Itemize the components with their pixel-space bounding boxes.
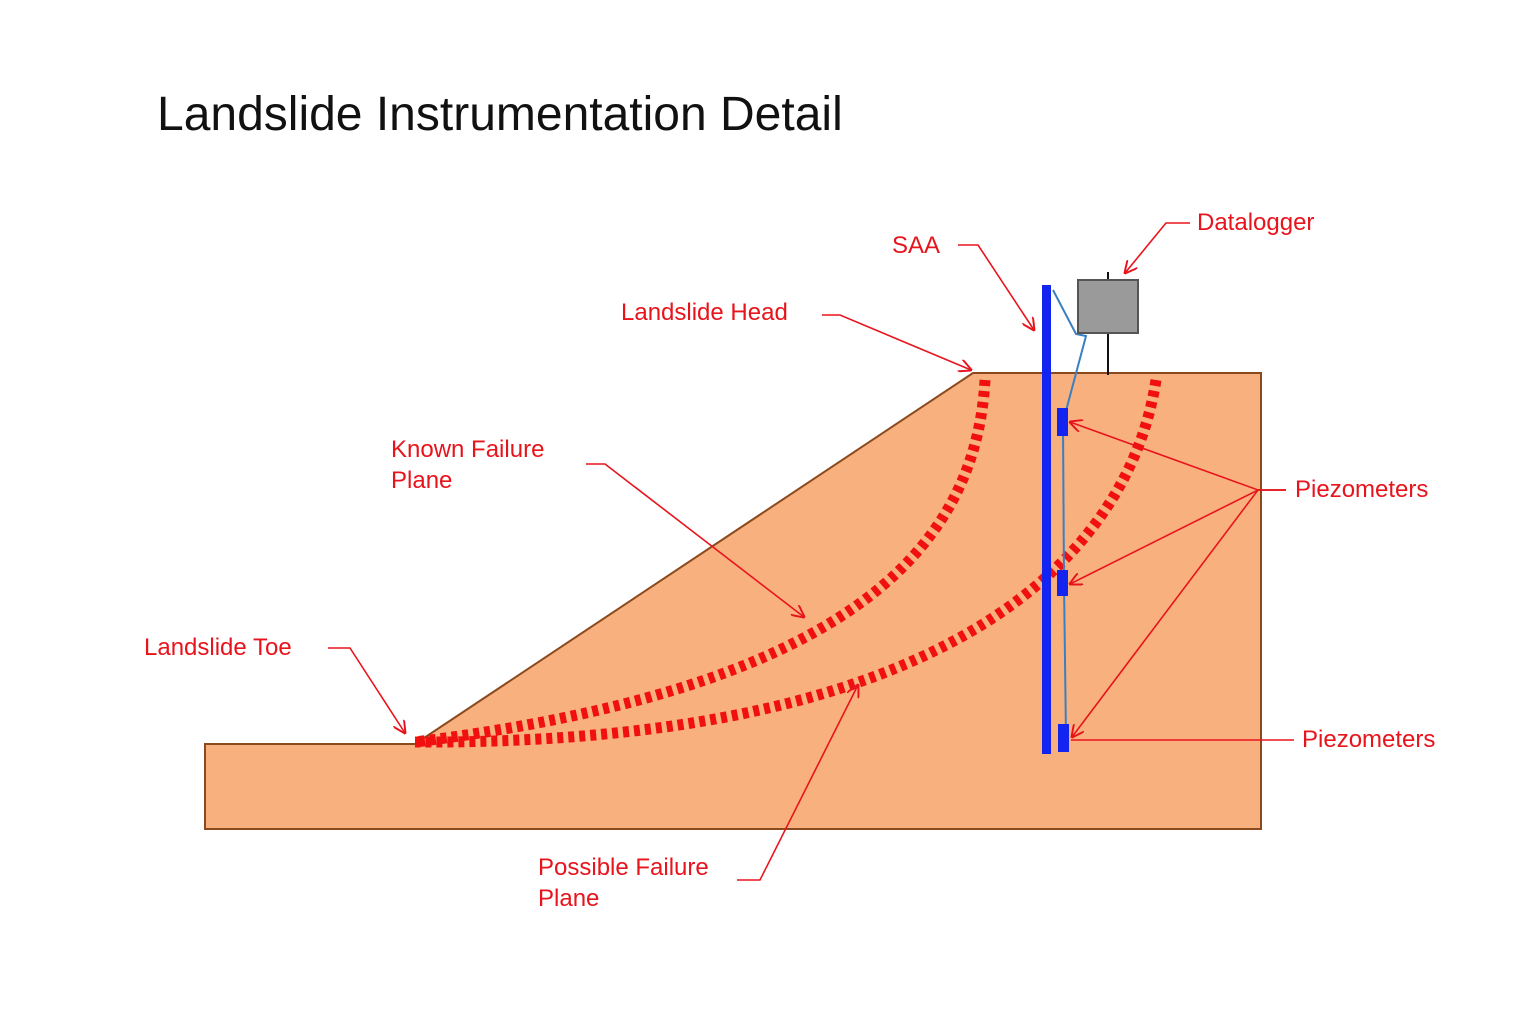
piezometer-sensor-upper: [1057, 408, 1068, 436]
label-landslide-head: Landslide Head: [621, 299, 788, 326]
instrument-cable: [1052, 289, 1088, 738]
piezometer-sensor-middle: [1057, 570, 1068, 596]
label-possible-failure-line1: Possible Failure: [538, 854, 709, 881]
diagram-title: Landslide Instrumentation Detail: [157, 88, 843, 141]
soil-slope-body: [204, 372, 1262, 830]
saa-shape-accel-array: [1042, 285, 1051, 754]
possible-failure-leader: [737, 685, 858, 881]
label-known-failure-line2: Plane: [391, 467, 452, 494]
known-failure-leader: [586, 463, 804, 617]
label-piezometers-upper: Piezometers: [1295, 476, 1428, 503]
label-known-failure-line1: Known Failure: [391, 436, 544, 463]
possible-failure-plane: [414, 379, 1162, 748]
label-saa: SAA: [892, 232, 940, 259]
piezometer-leader-lower-diagonal: [1072, 489, 1286, 737]
landslide-toe-leader: [328, 647, 405, 733]
datalogger-leader: [1125, 222, 1190, 273]
saa-leader: [958, 244, 1034, 330]
piezometer-sensor-lower: [1058, 724, 1069, 752]
label-piezometers-lower: Piezometers: [1302, 726, 1435, 753]
label-datalogger: Datalogger: [1197, 209, 1314, 236]
label-landslide-toe: Landslide Toe: [144, 634, 292, 661]
known-failure-plane: [414, 379, 991, 748]
label-possible-failure-line2: Plane: [538, 885, 599, 912]
datalogger-box: [1077, 279, 1139, 334]
landslide-head-leader: [822, 314, 971, 370]
